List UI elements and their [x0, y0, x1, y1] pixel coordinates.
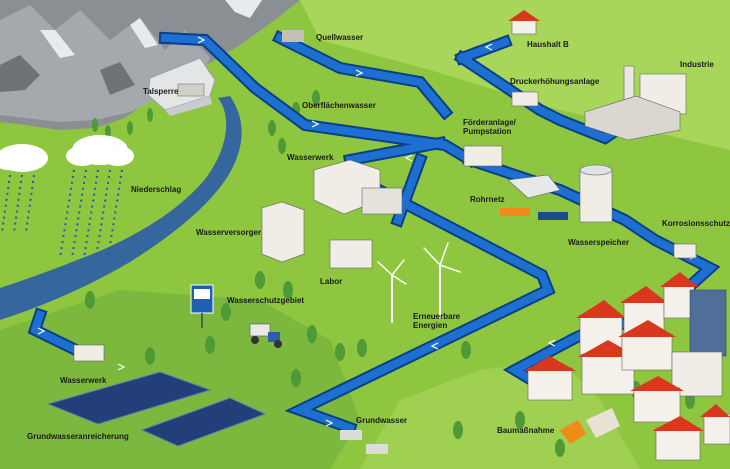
label-wasserwerk-top: Wasserwerk: [287, 153, 334, 162]
buildings: [73, 10, 730, 461]
label-niederschlag: Niederschlag: [131, 185, 182, 194]
label-druckerhoehungsanlage: Druckerhöhungsanlage: [510, 77, 600, 86]
label-wasserwerk-bottom: Wasserwerk: [60, 376, 107, 385]
label-wasserschutzgebiet: Wasserschutzgebiet: [227, 296, 305, 305]
label-grundwasseranreicherung: Grundwasseranreicherung: [27, 432, 129, 441]
label-wasserspeicher: Wasserspeicher: [568, 238, 630, 247]
label-haushalt-b: Haushalt B: [527, 40, 569, 49]
rain-clouds: [0, 135, 134, 259]
label-erneuerbare-energien: Erneuerbare Energien: [413, 312, 461, 330]
label-quellwasser: Quellwasser: [316, 33, 364, 42]
label-industrie: Industrie: [680, 60, 714, 69]
label-baumassnahme: Baumaßnahme: [497, 426, 555, 435]
label-talsperre: Talsperre: [143, 87, 179, 96]
groundwater-recharge-ponds: [46, 371, 267, 447]
label-rohrnetz: Rohrnetz: [470, 195, 505, 204]
label-wasserversorger: Wasserversorger: [196, 228, 262, 237]
label-foerderanlage-pumpstation: Förderanlage/ Pumpstation: [463, 118, 516, 136]
river: [0, 96, 242, 320]
label-grundwasser: Grundwasser: [356, 416, 408, 425]
tractor: [249, 323, 282, 348]
label-korrosionsschutz: Korrosionsschutz: [662, 219, 730, 228]
label-oberflaechenwasser: Oberflächenwasser: [302, 101, 376, 110]
label-labor: Labor: [320, 277, 343, 286]
wind-turbines: [377, 242, 461, 323]
water-protection-sign: [190, 284, 214, 328]
